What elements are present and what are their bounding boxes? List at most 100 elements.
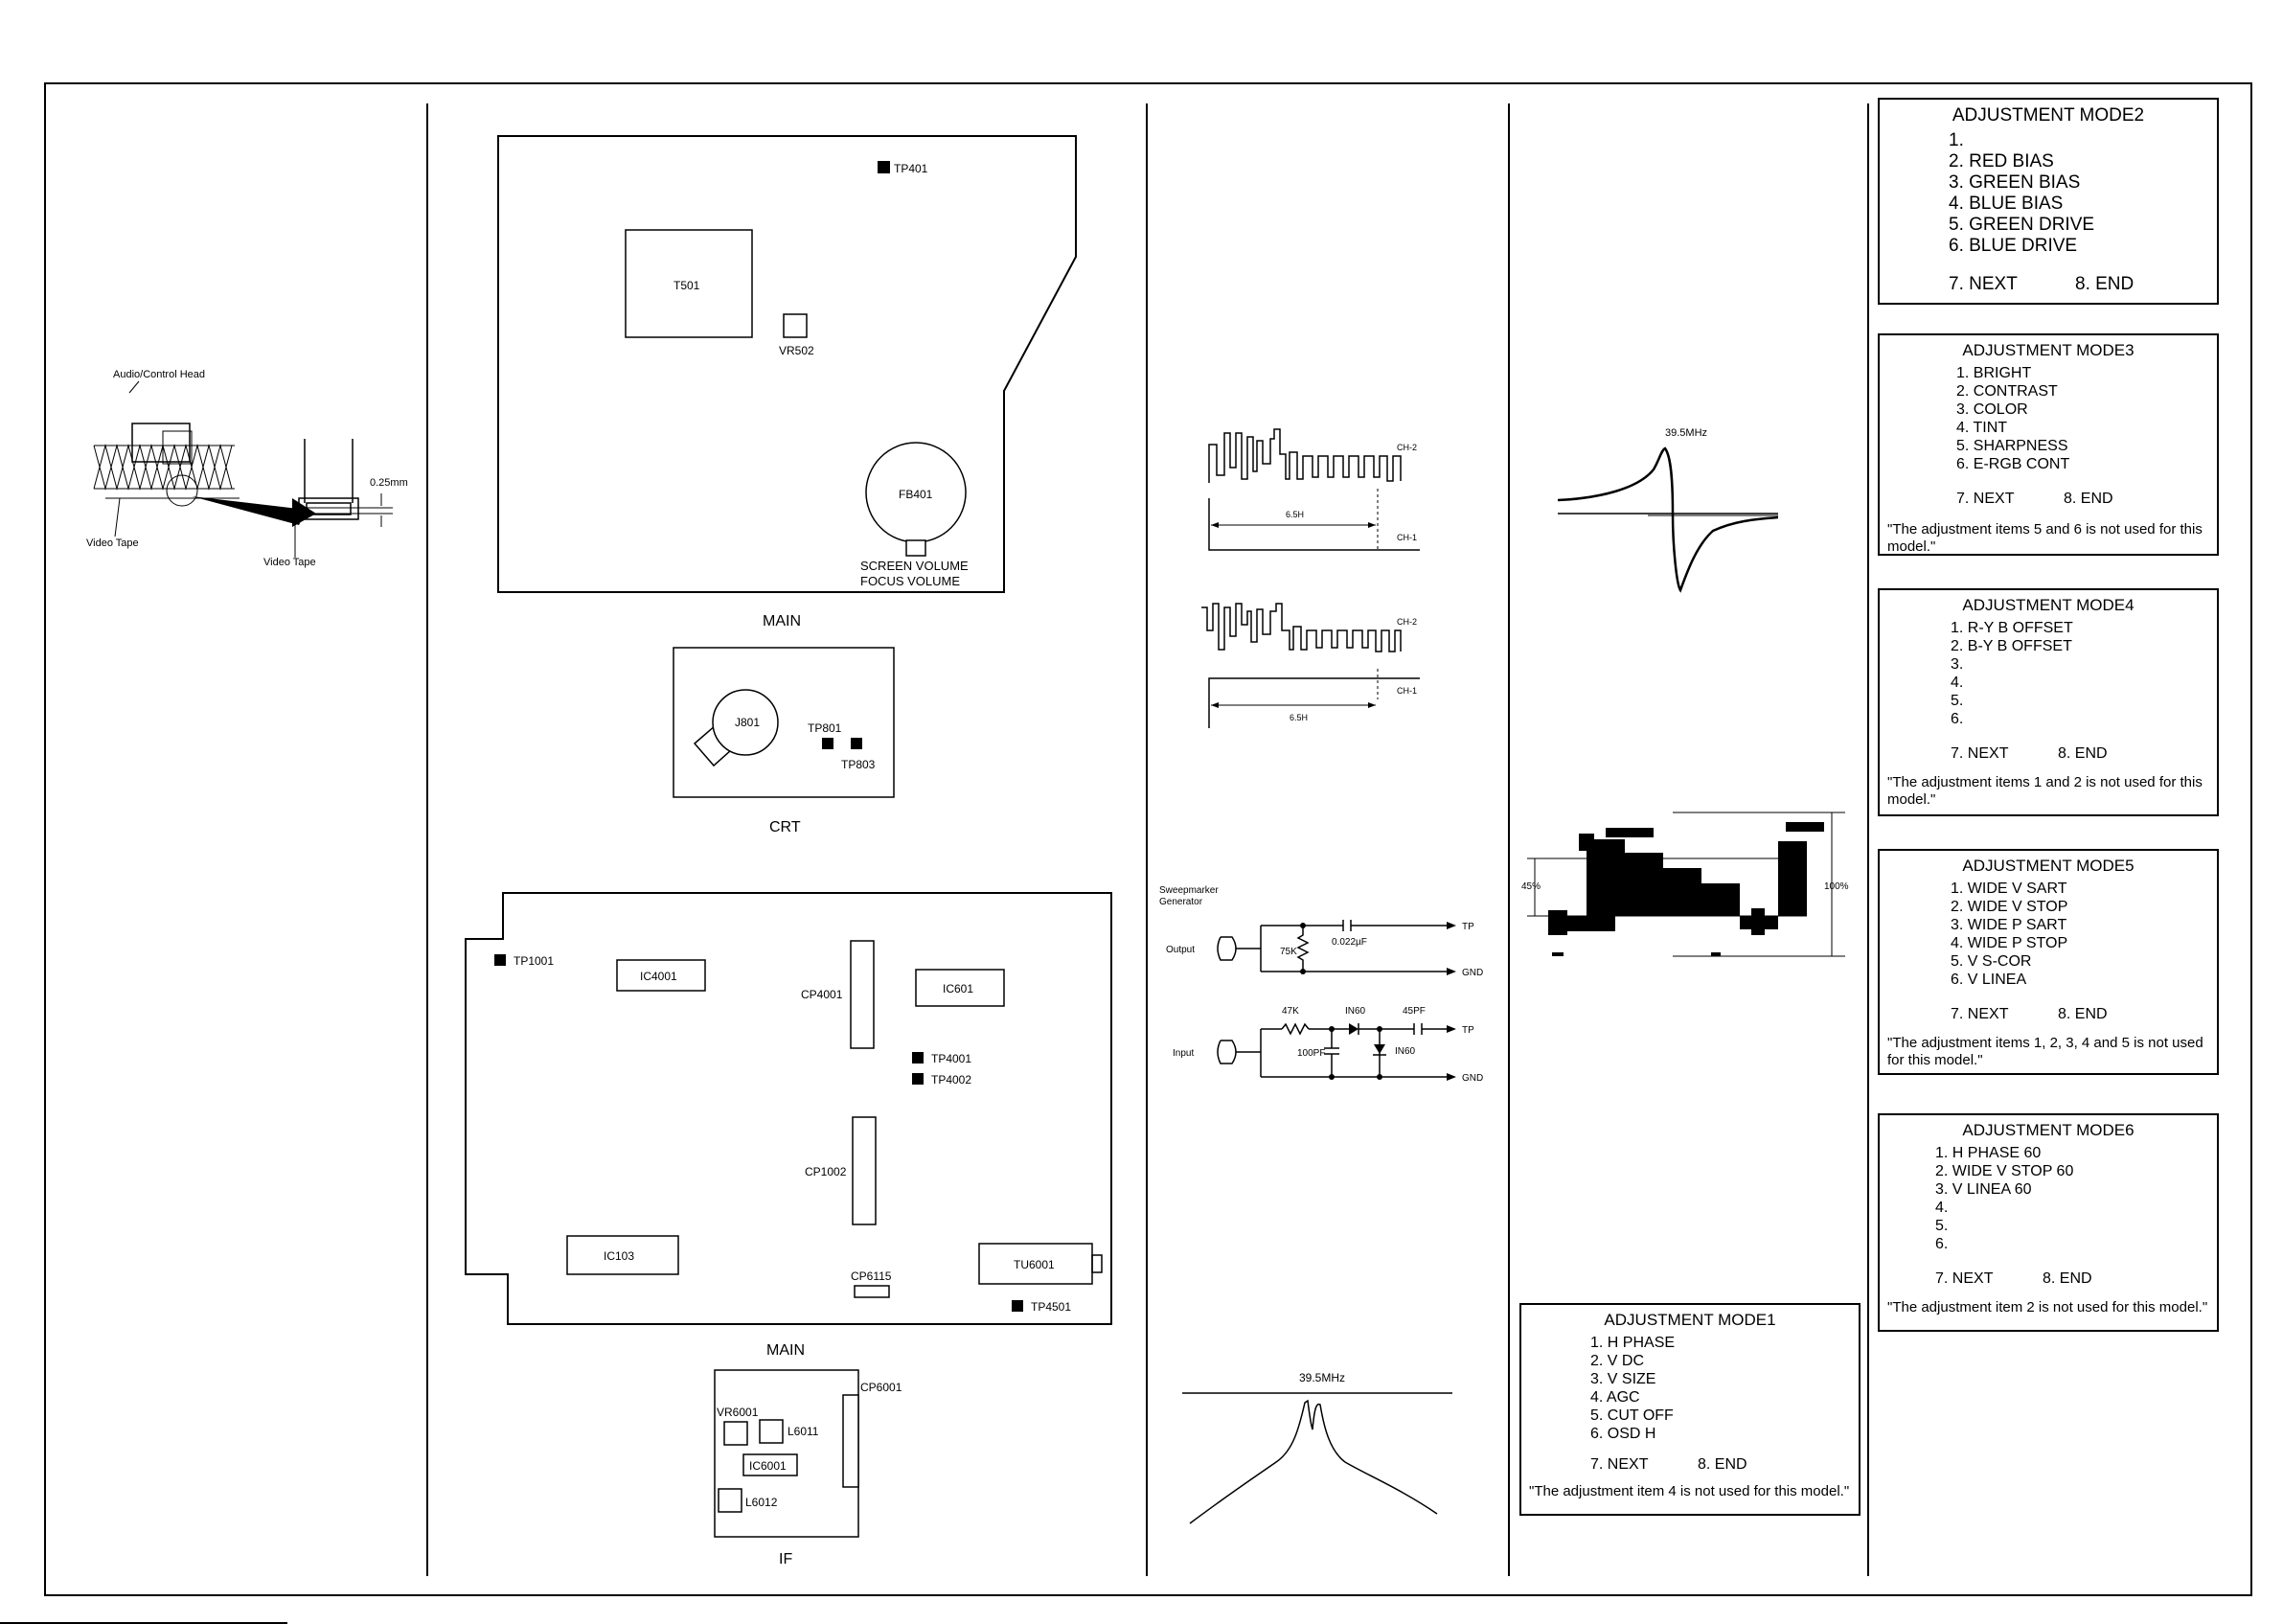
mode1-next: 7. NEXT [1590, 1456, 1649, 1473]
mode5-item: 6. V LINEA [1951, 972, 2027, 988]
mode1-item: 1. H PHASE [1590, 1335, 1676, 1351]
mode2-title: ADJUSTMENT MODE2 [1952, 105, 2145, 126]
mode1-title: ADJUSTMENT MODE1 [1604, 1311, 1776, 1329]
column-divider [1508, 103, 1510, 1576]
r2-label: 47K [1282, 1006, 1299, 1017]
mode2-next: 7. NEXT [1949, 274, 2018, 294]
fb401-label: FB401 [899, 488, 933, 501]
mode6-items: 1. H PHASE 60 2. WIDE V STOP 60 3. V LIN… [1935, 1144, 2217, 1253]
mode6-item: 3. V LINEA 60 [1935, 1181, 2032, 1198]
tape-head-diagram: Audio/Control Head 0.25mm Video Tape Vid… [86, 369, 408, 568]
l6012-label: L6012 [745, 1496, 778, 1509]
tp801-label: TP801 [808, 721, 842, 735]
pct-right-label: 100% [1824, 881, 1849, 892]
wave2-ch1: CH-1 [1397, 686, 1417, 696]
mode2-items: 1. 2. RED BIAS 3. GREEN BIAS 4. BLUE BIA… [1949, 130, 2217, 257]
main-top-caption: MAIN [763, 613, 801, 629]
tp1-label: TP [1462, 922, 1474, 932]
adjustment-mode2-panel: ADJUSTMENT MODE2 1. 2. RED BIAS 3. GREEN… [1878, 98, 2219, 305]
output-label: Output [1166, 945, 1195, 955]
mode2-item: 6. BLUE DRIVE [1949, 236, 2078, 256]
mode5-item: 4. WIDE P STOP [1951, 935, 2068, 951]
mode3-item: 2. CONTRAST [1956, 383, 2058, 400]
main-board-top: TP401 T501 VR502 FB401 SCREEN VOLUME FOC… [497, 135, 1077, 629]
mode3-note: "The adjustment items 5 and 6 is not use… [1887, 521, 2203, 555]
tp4001-label: TP4001 [931, 1052, 971, 1065]
tape-label-right: Video Tape [263, 557, 316, 568]
vr6001-label: VR6001 [717, 1406, 759, 1419]
mode5-item: 2. WIDE V STOP [1951, 899, 2068, 915]
mode3-item: 5. SHARPNESS [1956, 438, 2068, 454]
mode5-item: 5. V S-COR [1951, 953, 2032, 970]
waveform-1: CH-2 6.5H CH-1 [1208, 428, 1420, 551]
focus-volume-label: FOCUS VOLUME [860, 574, 960, 588]
mode6-item: 5. [1935, 1218, 1949, 1234]
c1-label: 0.022µF [1332, 937, 1367, 948]
ic601-label: IC601 [943, 982, 973, 995]
mode4-end: 8. END [2058, 745, 2108, 762]
if-board: CP6001 VR6001 L6011 IC6001 L6012 IF [714, 1369, 902, 1567]
test-pattern: 45% 100% [1521, 812, 1849, 957]
cp6115-label: CP6115 [851, 1269, 892, 1283]
mode3-items: 1. BRIGHT 2. CONTRAST 3. COLOR 4. TINT 5… [1956, 364, 2217, 473]
mode3-end: 8. END [2064, 491, 2113, 507]
main-bottom-caption: MAIN [766, 1342, 805, 1359]
mode2-item: 5. GREEN DRIVE [1949, 215, 2095, 235]
generator-label-line1: Sweepmarker [1159, 885, 1219, 896]
mode1-item: 6. OSD H [1590, 1426, 1656, 1442]
pct-left-label: 45% [1521, 881, 1541, 892]
mode3-item: 1. BRIGHT [1956, 365, 2032, 381]
mode4-item: 1. R-Y B OFFSET [1951, 620, 2073, 636]
wave1-ch2: CH-2 [1397, 443, 1417, 452]
gap-label: 0.25mm [370, 477, 408, 489]
tp401-label: TP401 [894, 162, 928, 175]
mode6-item: 2. WIDE V STOP 60 [1935, 1163, 2074, 1179]
if-caption: IF [779, 1551, 792, 1567]
col4-freq-label: 39.5MHz [1665, 427, 1707, 439]
adjustment-mode1-panel: ADJUSTMENT MODE1 1. H PHASE 2. V DC 3. V… [1519, 1303, 1861, 1516]
cp1002-label: CP1002 [805, 1165, 847, 1178]
mode1-item: 2. V DC [1590, 1353, 1645, 1369]
mode4-item: 6. [1951, 711, 1964, 727]
screen-volume-label: SCREEN VOLUME [860, 559, 969, 573]
mode6-item: 6. [1935, 1236, 1949, 1252]
mode4-items: 1. R-Y B OFFSET 2. B-Y B OFFSET 3. 4. 5.… [1951, 619, 2217, 728]
adjustment-mode6-panel: ADJUSTMENT MODE6 1. H PHASE 60 2. WIDE V… [1878, 1113, 2219, 1332]
mode1-item: 5. CUT OFF [1590, 1407, 1674, 1424]
head-label: Audio/Control Head [113, 369, 205, 380]
tp803-label: TP803 [841, 758, 876, 771]
cp4001-label: CP4001 [801, 988, 843, 1001]
mode2-item: 1. [1949, 130, 1964, 150]
mode6-item: 1. H PHASE 60 [1935, 1145, 2042, 1161]
sweep-circuit: Sweepmarker Generator Output 75K 0.022µF… [1159, 885, 1483, 1084]
c2-label: 45PF [1403, 1006, 1426, 1017]
gnd1-label: GND [1462, 968, 1483, 978]
mode2-item: 3. GREEN BIAS [1949, 172, 2081, 193]
mode4-item: 5. [1951, 693, 1964, 709]
mode6-end: 8. END [2043, 1270, 2092, 1287]
s-curve: 39.5MHz [1557, 427, 1779, 593]
cp6001-label: CP6001 [860, 1381, 902, 1394]
mode3-title: ADJUSTMENT MODE3 [1962, 341, 2135, 359]
input-label: Input [1173, 1048, 1194, 1059]
mode1-item: 3. V SIZE [1590, 1371, 1656, 1387]
crt-board: J801 TP801 TP803 CRT [673, 647, 895, 835]
wave1-span: 6.5H [1286, 510, 1304, 519]
waveform-2: CH-2 6.5H CH-1 [1201, 603, 1420, 728]
mode4-title: ADJUSTMENT MODE4 [1962, 596, 2135, 614]
crt-caption: CRT [769, 819, 801, 835]
mode1-end: 8. END [1698, 1456, 1747, 1473]
d2-label: IN60 [1395, 1046, 1416, 1057]
mode3-next: 7. NEXT [1956, 491, 2015, 507]
t501-label: T501 [673, 279, 700, 292]
page-frame [44, 82, 2252, 1596]
tp4002-label: TP4002 [931, 1073, 971, 1086]
tape-label-left: Video Tape [86, 538, 139, 549]
mode5-end: 8. END [2058, 1006, 2108, 1022]
j801-label: J801 [735, 716, 760, 729]
ic103-label: IC103 [604, 1249, 634, 1263]
mode3-item: 4. TINT [1956, 420, 2008, 436]
if-response-curve: 39.5MHz [1182, 1371, 1452, 1524]
mode5-items: 1. WIDE V SART 2. WIDE V STOP 3. WIDE P … [1951, 880, 2217, 989]
mode5-note: "The adjustment items 1, 2, 3, 4 and 5 i… [1887, 1035, 2203, 1068]
